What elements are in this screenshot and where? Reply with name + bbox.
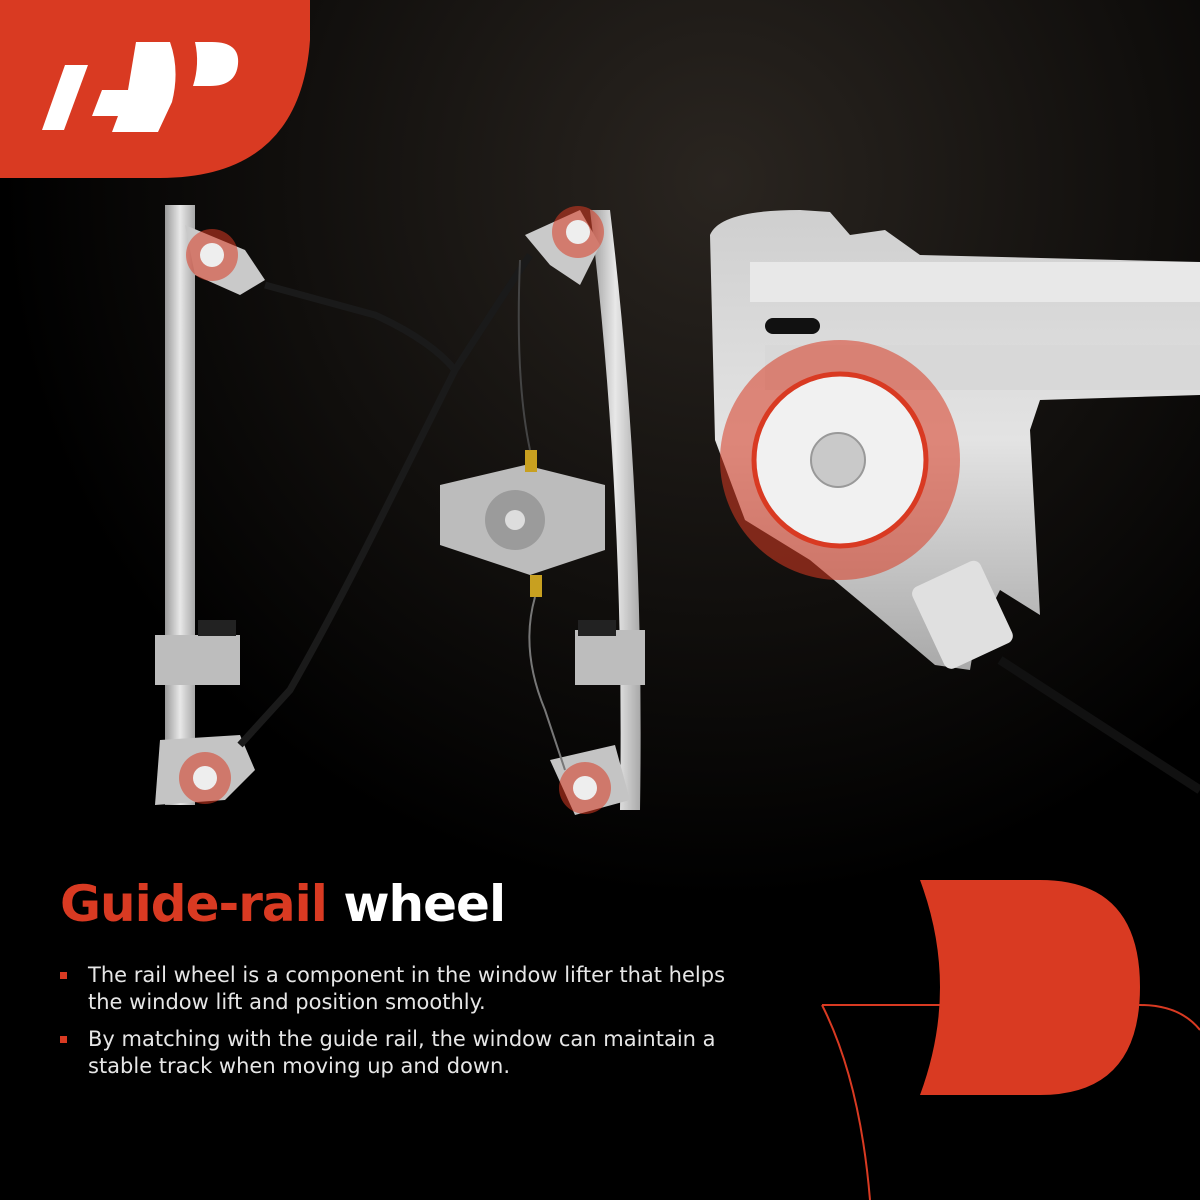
headline-accent: Guide-rail bbox=[60, 875, 328, 933]
feature-list: The rail wheel is a component in the win… bbox=[60, 962, 740, 1090]
lifter-cable bbox=[237, 253, 566, 771]
headline: Guide-rail wheel bbox=[60, 875, 506, 933]
feature-text: By matching with the guide rail, the win… bbox=[88, 1027, 716, 1078]
bullet-square-icon bbox=[60, 972, 67, 979]
wheel-closeup bbox=[710, 210, 1200, 794]
feature-text: The rail wheel is a component in the win… bbox=[88, 963, 726, 1014]
feature-item: By matching with the guide rail, the win… bbox=[60, 1026, 740, 1080]
wheel-highlights bbox=[179, 206, 611, 814]
feature-item: The rail wheel is a component in the win… bbox=[60, 962, 740, 1016]
headline-rest: wheel bbox=[343, 875, 506, 933]
brand-logo bbox=[0, 0, 310, 178]
decorative-shapes bbox=[821, 880, 1200, 1200]
bullet-square-icon bbox=[60, 1036, 67, 1043]
regulator-drive-plate bbox=[440, 450, 605, 597]
